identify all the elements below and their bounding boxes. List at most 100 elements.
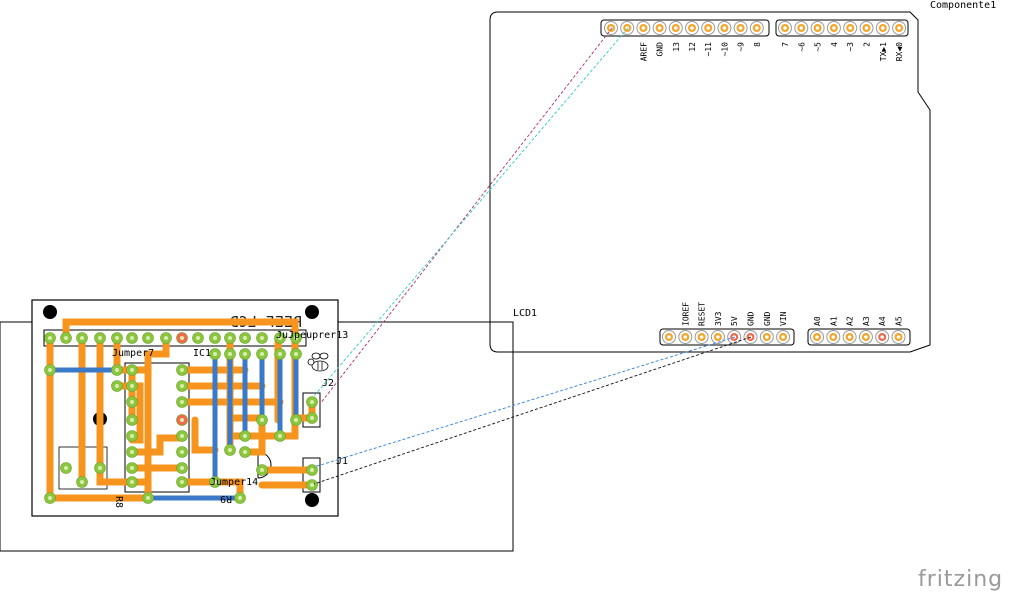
pcb-pad-hole: [243, 352, 247, 356]
jumper7-label: Jumper7: [112, 348, 154, 359]
ratsnest-wire-black[interactable]: [313, 336, 752, 485]
bottom-header-label: A4: [878, 316, 887, 326]
digital-header-a: [600, 19, 770, 37]
pcb-pad-hole: [310, 416, 314, 420]
pcb-pad-hole: [228, 352, 232, 356]
pcb-pad-hole: [278, 352, 282, 356]
bottom-header-pin-7-hole: [781, 335, 785, 339]
digital-header-b-pins: [778, 21, 907, 35]
digital-header-b: [775, 19, 909, 37]
ratsnest-wire-cyan[interactable]: [313, 27, 629, 397]
pcb-pad-hole: [130, 466, 134, 470]
bottom-header-pin-3-hole: [716, 335, 720, 339]
jumper14-label: Jumper14: [210, 477, 258, 488]
top-header-pin-15-hole: [864, 26, 869, 30]
top-header-label: TX▶1: [879, 42, 888, 61]
arduino-board-outline[interactable]: [489, 11, 931, 353]
pcb-pad-hole: [180, 450, 184, 454]
pcb-pad-hole: [294, 352, 298, 356]
top-header-label: 12: [688, 42, 697, 52]
pcb-lcd-header: [43, 329, 307, 347]
jumper13-overlap-label: JuJpeuprer13: [276, 330, 348, 341]
bottom-header-label: A3: [862, 316, 871, 326]
top-header-label: ~11: [704, 42, 713, 57]
top-header-pin-12-hole: [815, 26, 820, 30]
bottom-header-pin-12-hole: [880, 335, 884, 339]
bottom-header-pin-9-hole: [831, 335, 836, 339]
pcb-pad-hole: [98, 336, 102, 340]
pcb-pad-hole: [130, 400, 134, 404]
pcb-pad-hole: [196, 336, 200, 340]
pcb-pad-hole: [180, 336, 184, 340]
top-header-pin-0-hole: [609, 26, 613, 30]
bottom-header-label: A0: [813, 316, 822, 326]
j1-label: J1: [336, 456, 348, 467]
top-header-pin-13-hole: [832, 26, 836, 30]
mounting-hole-2: [305, 305, 319, 319]
component-label: Componente1: [930, 0, 996, 11]
bottom-header-pin-1-hole: [683, 335, 688, 339]
pcb-pad-hole: [180, 368, 184, 372]
top-header-label: 2: [863, 42, 872, 47]
pcb-pad-hole: [260, 468, 264, 472]
pcb-pad-hole: [180, 418, 184, 422]
j2-connector[interactable]: [302, 392, 321, 428]
mounting-hole-4: [305, 493, 319, 507]
pcb-pad-hole: [130, 384, 134, 388]
top-header-pin-1-hole: [625, 26, 629, 30]
ic1-outline: [124, 362, 190, 493]
pcb-pad-hole: [48, 496, 52, 500]
jumper-wires: [47, 351, 299, 501]
pcb-pad-hole: [130, 418, 134, 422]
ratsnest-wire-blue[interactable]: [313, 336, 736, 468]
top-header-label: ~5: [814, 42, 823, 52]
pcb-pad-hole: [80, 336, 84, 340]
pcb-pad-hole: [64, 466, 68, 470]
r9-label: R9: [220, 493, 232, 504]
top-header-pin-9-hole: [755, 26, 759, 30]
top-header-pin-11-hole: [799, 26, 804, 30]
bee-logo-icon: [307, 352, 329, 372]
j1-connector[interactable]: [302, 457, 321, 493]
bottom-header-label: A5: [895, 316, 904, 326]
pcb-pad-hole: [180, 466, 184, 470]
bottom-header-label: RESET: [698, 302, 707, 326]
pcb-pad-hole: [228, 448, 232, 452]
pcb-pad-hole: [243, 434, 247, 438]
pcb-pad-hole: [48, 368, 52, 372]
pcb-pad-hole: [180, 480, 184, 484]
pcb-pad-hole: [180, 384, 184, 388]
pcb-pad-hole: [310, 483, 314, 487]
pcb-pad-hole: [213, 352, 217, 356]
top-header-label: GND: [656, 42, 665, 57]
pcb-pad-hole: [146, 336, 150, 340]
top-header-pin-16-hole: [881, 26, 885, 30]
top-header-label: 8: [753, 42, 762, 47]
top-header-label: RX◀0: [895, 42, 904, 61]
pcb-pad-hole: [213, 480, 217, 484]
pcb-pad-hole: [130, 450, 134, 454]
pcb-pad-hole: [130, 434, 134, 438]
pcb-pad-hole: [115, 384, 119, 388]
top-header-label: ~3: [846, 42, 855, 52]
pcb-pad-hole: [228, 336, 232, 340]
top-header-pin-5-hole: [690, 26, 694, 30]
bottom-header-label: A1: [829, 316, 838, 326]
bottom-header-pins: [662, 330, 906, 344]
pcb-pad-hole: [180, 400, 184, 404]
pcb-pad-hole: [80, 480, 84, 484]
ratsnest-wire-pink[interactable]: [319, 27, 613, 405]
pcb-pad-hole: [310, 468, 314, 472]
pcb-pad-hole: [294, 418, 298, 422]
top-header-label: 4: [830, 42, 839, 47]
pcb-pad-hole: [164, 336, 168, 340]
bottom-header-label: 3V3: [714, 311, 723, 326]
top-header-pin-7-hole: [722, 26, 727, 30]
pcb-pad-hole: [278, 434, 282, 438]
pcb-pad-hole: [294, 336, 298, 340]
bottom-header-label: IOREF: [681, 302, 690, 326]
pcb-pad-hole: [238, 496, 242, 500]
